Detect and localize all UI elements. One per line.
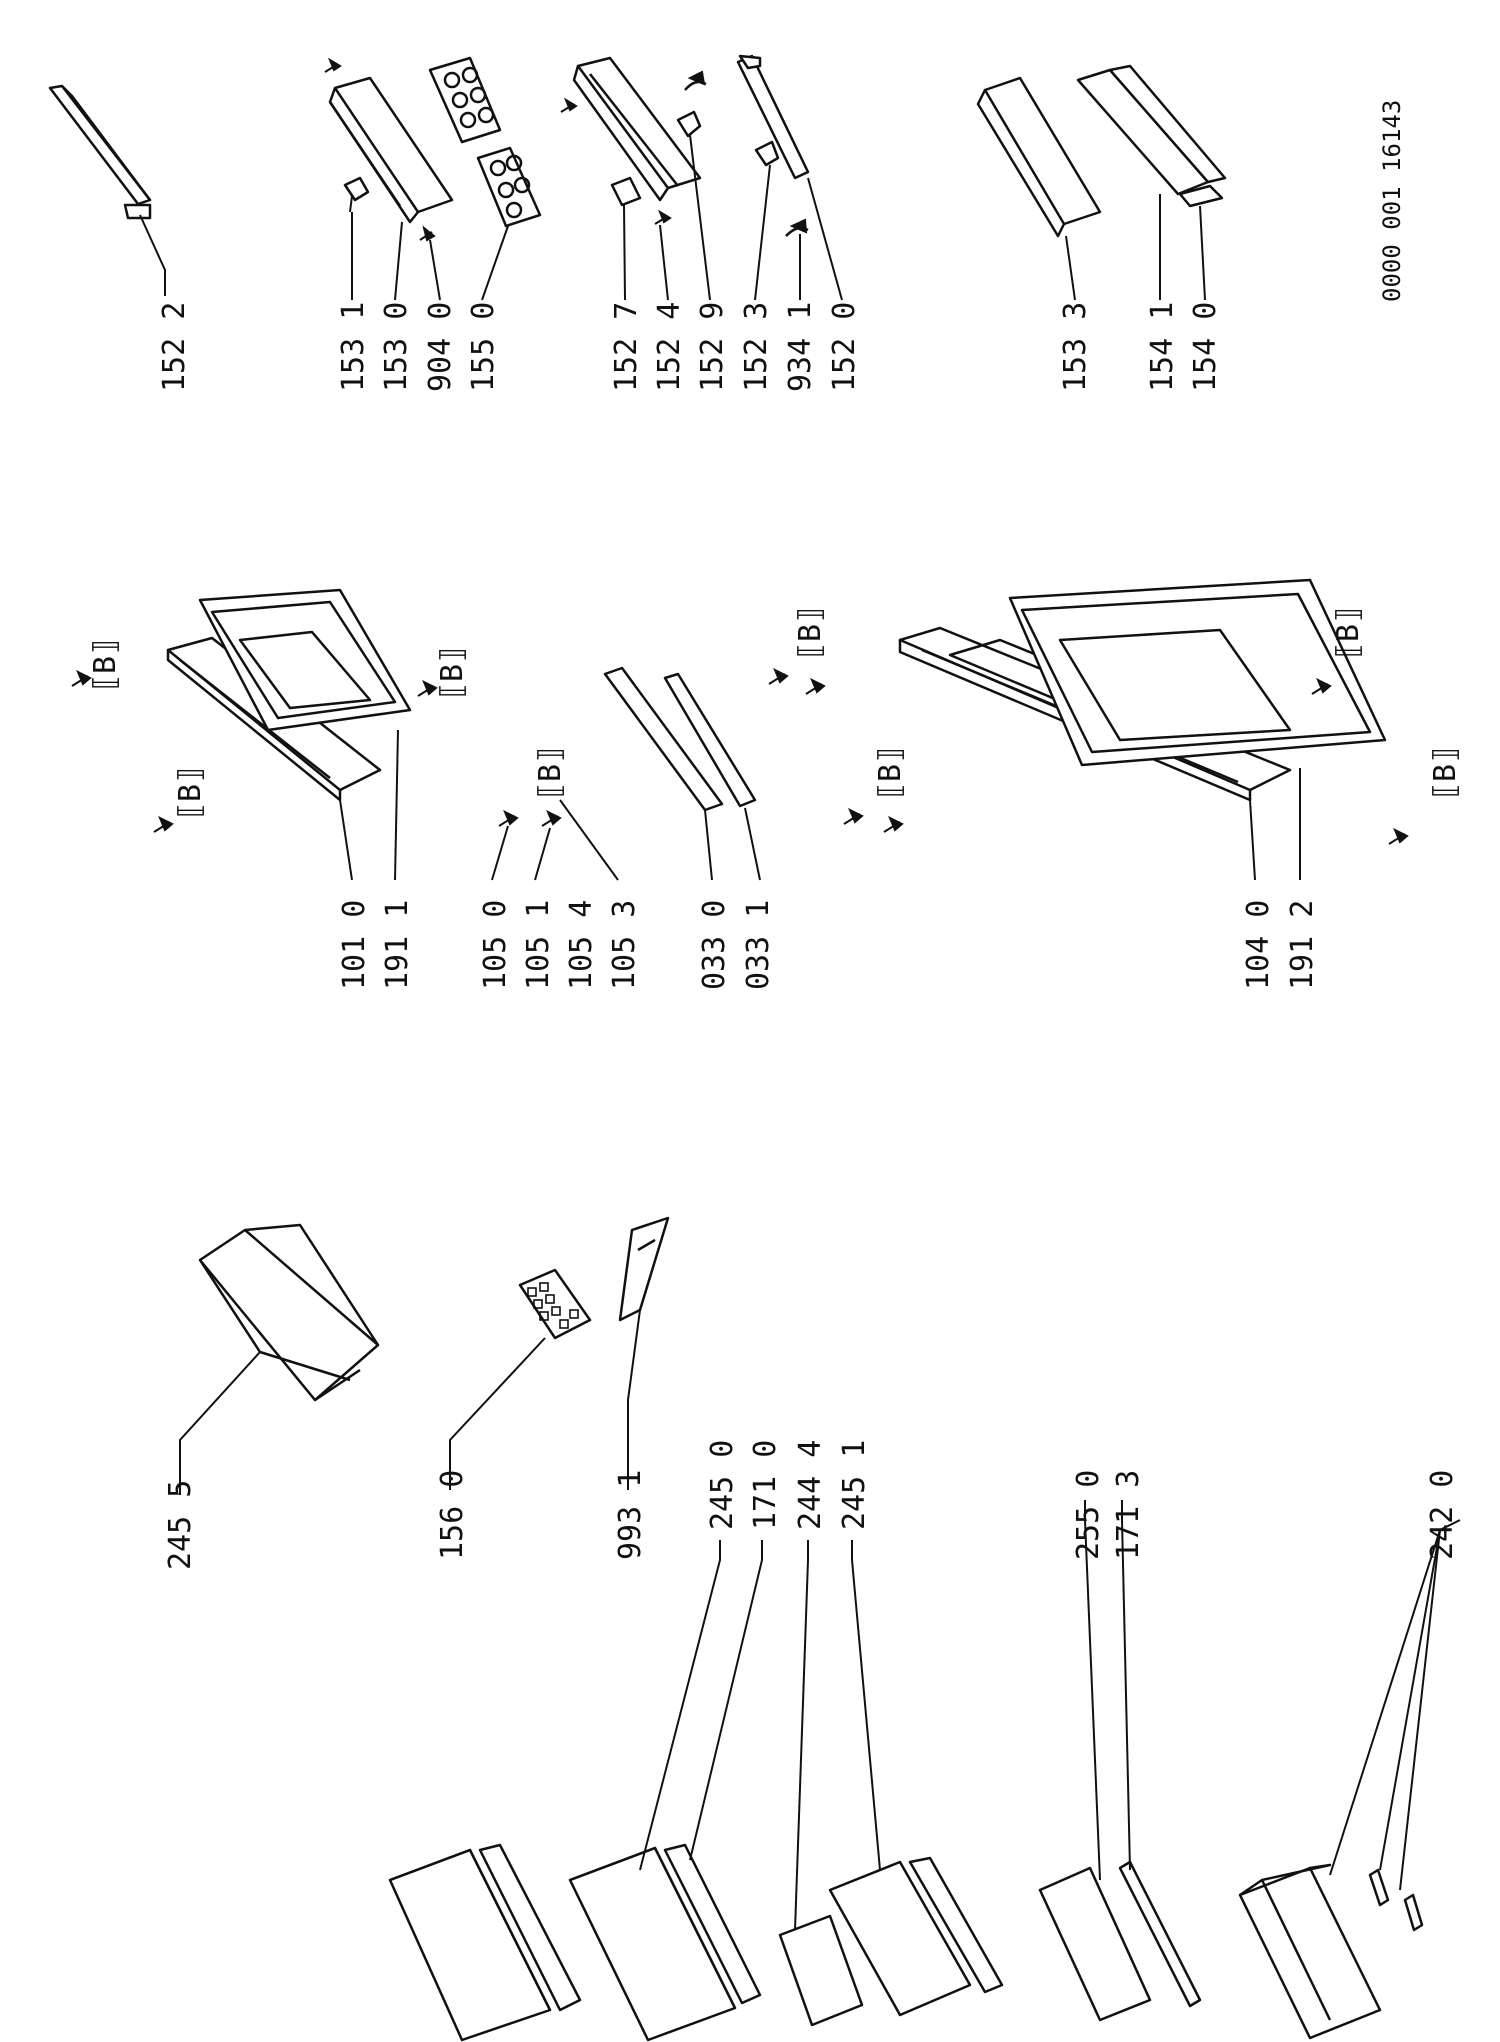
label-153-0: 153 0 xyxy=(379,302,414,392)
door-gasket-part xyxy=(198,588,412,732)
label-245-0: 245 0 xyxy=(705,1440,740,1530)
wire-shelf-icon xyxy=(828,1856,1004,2017)
bracket-symbol-icon: ⟦B⟧ xyxy=(88,638,123,692)
label-255-0: 255 0 xyxy=(1071,1470,1106,1560)
label-101-0: 101 0 xyxy=(337,900,372,990)
wire-shelf-icon xyxy=(388,1843,582,2042)
label-242-0: 242 0 xyxy=(1425,1470,1460,1560)
glass-shelf-part xyxy=(1038,1860,1202,2022)
ice-tray-part xyxy=(518,1268,592,1340)
screw-icon xyxy=(71,669,92,687)
screw-icon xyxy=(541,809,562,827)
label-245-5: 245 5 xyxy=(163,1480,198,1570)
crisper-cover-part xyxy=(976,76,1102,238)
ice-scraper-part xyxy=(618,1216,670,1322)
bottle-shelf-part xyxy=(572,56,702,202)
runner-part xyxy=(1368,1868,1424,1932)
egg-tray-icon xyxy=(476,146,542,228)
crisper-drawer-part xyxy=(1238,1863,1382,2040)
door-shelf-part xyxy=(48,84,166,296)
screw-icon xyxy=(153,815,174,833)
screw-icon xyxy=(560,97,578,113)
label-152-0: 152 0 xyxy=(827,302,862,392)
label-155-0: 155 0 xyxy=(466,302,501,392)
bracket-symbol-icon: ⟦B⟧ xyxy=(435,646,470,700)
stopper-part xyxy=(676,110,702,138)
bracket-symbol-icon: ⟦B⟧ xyxy=(533,746,568,800)
label-171-0: 171 0 xyxy=(748,1440,783,1530)
stopper-part xyxy=(754,140,780,167)
screw-icon xyxy=(498,809,519,827)
label-105-4: 105 4 xyxy=(564,900,599,990)
label-154-0: 154 0 xyxy=(1188,302,1223,392)
label-993-1: 993 1 xyxy=(613,1470,648,1560)
screw-icon xyxy=(417,679,438,697)
label-152-9: 152 9 xyxy=(695,302,730,392)
egg-tray-icon xyxy=(428,56,502,144)
screw-icon xyxy=(654,209,672,225)
handle-part xyxy=(603,666,757,812)
label-152-3: 152 3 xyxy=(739,302,774,392)
door-gasket-part xyxy=(1008,578,1387,767)
label-105-1: 105 1 xyxy=(521,900,556,990)
screw-icon xyxy=(419,225,436,242)
bracket-symbol-icon: ⟦B⟧ xyxy=(793,606,828,660)
label-156-0: 156 0 xyxy=(435,1470,470,1560)
label-033-1: 033 1 xyxy=(741,900,776,990)
label-171-3: 171 3 xyxy=(1111,1470,1146,1560)
freezer-basket-part xyxy=(198,1223,380,1402)
bar-rail-part xyxy=(736,54,810,180)
screw-icon xyxy=(1388,827,1409,845)
label-105-0: 105 0 xyxy=(478,900,513,990)
bracket-symbol-icon: ⟦B⟧ xyxy=(1428,746,1463,800)
hinge-icon xyxy=(684,70,707,91)
label-153-3: 153 3 xyxy=(1058,302,1093,392)
label-191-2: 191 2 xyxy=(1285,900,1320,990)
plug-part xyxy=(343,176,370,213)
half-shelf-part xyxy=(778,1914,864,2027)
label-154-1: 154 1 xyxy=(1145,302,1180,392)
bracket-symbol-icon: ⟦B⟧ xyxy=(1331,606,1366,660)
screw-icon xyxy=(324,57,342,73)
label-904-0: 904 0 xyxy=(423,302,458,392)
hinge-icon xyxy=(785,218,809,237)
label-105-3: 105 3 xyxy=(607,900,642,990)
label-033-0: 033 0 xyxy=(697,900,732,990)
label-152-2: 152 2 xyxy=(157,302,192,392)
screw-icon xyxy=(843,807,864,825)
label-153-1: 153 1 xyxy=(336,302,371,392)
screw-icon xyxy=(805,677,826,695)
screw-icon xyxy=(768,667,789,685)
label-152-7: 152 7 xyxy=(609,302,644,392)
wire-shelf-icon xyxy=(568,1843,762,2042)
door-rack-part xyxy=(1076,64,1227,208)
drawing-number: 0000 001 16143 xyxy=(1378,100,1406,302)
bracket-symbol-icon: ⟦B⟧ xyxy=(873,746,908,800)
label-934-1: 934 1 xyxy=(783,302,818,392)
screw-icon xyxy=(883,815,904,833)
label-245-1: 245 1 xyxy=(837,1440,872,1530)
label-104-0: 104 0 xyxy=(1241,900,1276,990)
screw-icon xyxy=(1311,677,1332,695)
label-152-4: 152 4 xyxy=(652,302,687,392)
clip-part xyxy=(610,176,642,207)
label-191-1: 191 1 xyxy=(380,900,415,990)
dairy-compartment-part xyxy=(328,76,454,224)
label-244-4: 244 4 xyxy=(793,1440,828,1530)
bracket-symbol-icon: ⟦B⟧ xyxy=(173,766,208,820)
